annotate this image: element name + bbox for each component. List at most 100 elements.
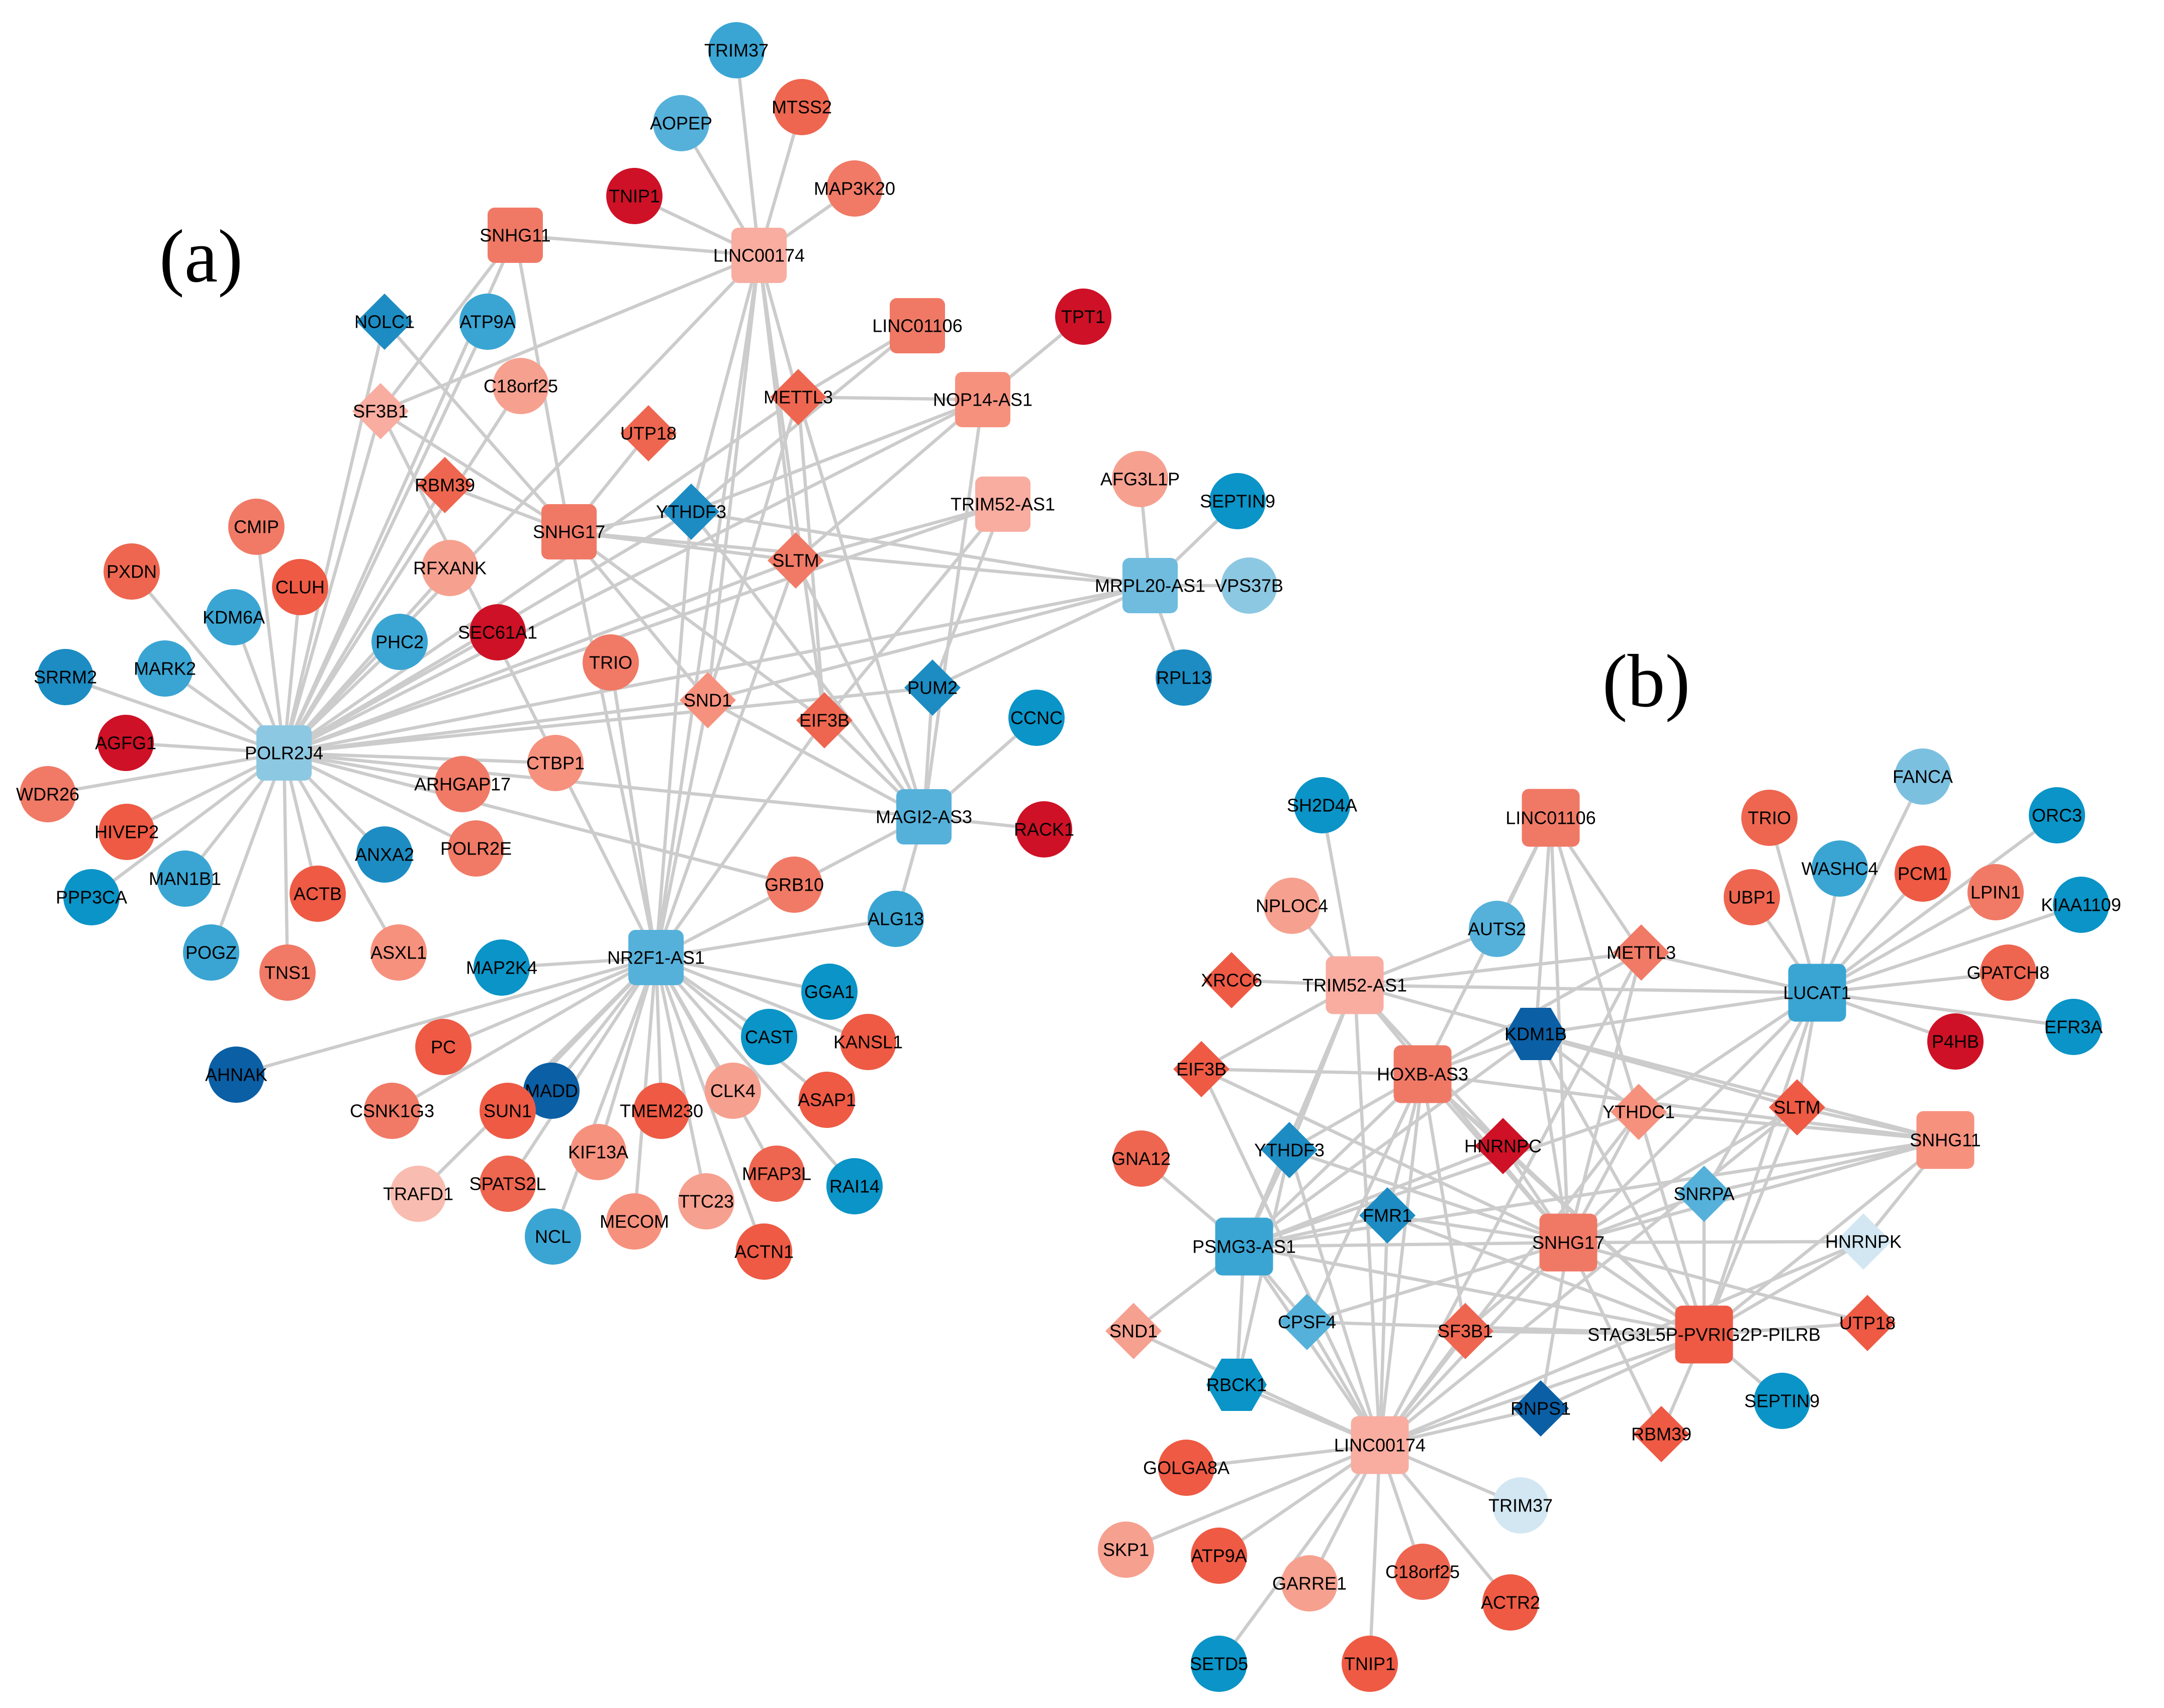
node-a-ACTB[interactable]: ACTB (290, 866, 346, 922)
node-a-AFG3L1P[interactable]: AFG3L1P (1100, 451, 1180, 507)
node-b-HNRNPC[interactable]: HNRNPC (1464, 1118, 1542, 1174)
node-a-C18orf25[interactable]: C18orf25 (484, 358, 558, 414)
node-a-MARK2[interactable]: MARK2 (134, 640, 196, 697)
node-b-ACTR2[interactable]: ACTR2 (1481, 1574, 1540, 1631)
node-a-EIF3B[interactable]: EIF3B (796, 692, 853, 748)
node-a-PXDN[interactable]: PXDN (104, 543, 160, 600)
node-b-SNHG11[interactable]: SNHG11 (1910, 1111, 1981, 1169)
node-a-MADD[interactable]: MADD (523, 1063, 580, 1119)
node-b-KIAA1109[interactable]: KIAA1109 (2041, 877, 2121, 933)
node-b-YTHDC1[interactable]: YTHDC1 (1603, 1084, 1675, 1140)
node-b-STAG3L5P[interactable]: STAG3L5P-PVRIG2P-PILRB (1587, 1305, 1821, 1364)
node-a-LINC00174[interactable]: LINC00174 (713, 228, 805, 283)
node-b-CPSF4[interactable]: CPSF4 (1278, 1294, 1336, 1350)
node-b-SNRPA[interactable]: SNRPA (1673, 1166, 1735, 1222)
node-a-POLR2E[interactable]: POLR2E (440, 820, 512, 877)
node-a-KDM6A[interactable]: KDM6A (203, 589, 265, 645)
node-b-KDM1B[interactable]: KDM1B (1504, 1008, 1567, 1060)
node-b-RBM39[interactable]: RBM39 (1631, 1406, 1691, 1462)
node-b-YTHDF3[interactable]: YTHDF3 (1254, 1122, 1325, 1178)
node-a-CMIP[interactable]: CMIP (228, 499, 285, 555)
node-a-ATP9A[interactable]: ATP9A (459, 294, 516, 350)
node-a-RACK1[interactable]: RACK1 (1014, 801, 1074, 858)
node-a-PPP3CA[interactable]: PPP3CA (56, 869, 127, 925)
node-b-TRIO[interactable]: TRIO (1741, 790, 1798, 846)
node-a-TRIM52-AS1[interactable]: TRIM52-AS1 (951, 477, 1055, 532)
node-b-LPIN1[interactable]: LPIN1 (1967, 864, 2024, 920)
node-b-TRIM37[interactable]: TRIM37 (1488, 1477, 1553, 1534)
node-b-RNPS1[interactable]: RNPS1 (1511, 1380, 1571, 1437)
node-a-YTHDF3[interactable]: YTHDF3 (656, 484, 726, 540)
node-a-TTC23[interactable]: TTC23 (678, 1173, 734, 1229)
node-b-XRCC6[interactable]: XRCC6 (1201, 952, 1262, 1008)
node-a-PUM2[interactable]: PUM2 (904, 659, 961, 716)
node-b-HNRNPK[interactable]: HNRNPK (1825, 1213, 1902, 1270)
node-b-EFR3A[interactable]: EFR3A (2044, 999, 2103, 1055)
node-b-ATP9A[interactable]: ATP9A (1191, 1528, 1247, 1584)
node-a-SRRM2[interactable]: SRRM2 (34, 649, 97, 705)
node-b-WASHC4[interactable]: WASHC4 (1802, 840, 1878, 897)
node-a-NOP14-AS1[interactable]: NOP14-AS1 (933, 372, 1032, 427)
node-a-VPS37B[interactable]: VPS37B (1215, 557, 1283, 614)
node-b-TRIM52-AS1[interactable]: TRIM52-AS1 (1302, 956, 1407, 1014)
node-a-SLTM[interactable]: SLTM (768, 532, 824, 589)
node-a-CAST[interactable]: CAST (741, 1009, 797, 1065)
node-b-SETD5[interactable]: SETD5 (1190, 1636, 1248, 1692)
node-a-UTP18[interactable]: UTP18 (620, 405, 677, 461)
node-a-SND1[interactable]: SND1 (680, 672, 736, 728)
node-a-SEPTIN9[interactable]: SEPTIN9 (1200, 473, 1275, 529)
node-b-LINC00174[interactable]: LINC00174 (1334, 1416, 1426, 1474)
node-a-TRIM37[interactable]: TRIM37 (704, 22, 769, 78)
node-b-UTP18[interactable]: UTP18 (1839, 1295, 1896, 1351)
node-a-CTBP1[interactable]: CTBP1 (526, 735, 585, 791)
node-a-AHNAK[interactable]: AHNAK (205, 1047, 267, 1103)
node-a-PHC2[interactable]: PHC2 (371, 614, 428, 670)
node-a-NR2F1-AS1[interactable]: NR2F1-AS1 (607, 930, 705, 985)
node-a-AGFG1[interactable]: AGFG1 (95, 715, 156, 771)
node-a-CLK4[interactable]: CLK4 (705, 1063, 761, 1119)
node-a-ASXL1[interactable]: ASXL1 (370, 924, 427, 981)
node-b-EIF3B[interactable]: EIF3B (1173, 1041, 1230, 1097)
node-a-MRPL20-AS1[interactable]: MRPL20-AS1 (1095, 558, 1205, 613)
node-b-GPATCH8[interactable]: GPATCH8 (1967, 944, 2050, 1001)
node-b-FANCA[interactable]: FANCA (1893, 748, 1953, 805)
node-a-SUN1[interactable]: SUN1 (480, 1083, 536, 1139)
node-a-HIVEP2[interactable]: HIVEP2 (95, 804, 159, 860)
node-b-SLTM[interactable]: SLTM (1769, 1079, 1825, 1135)
node-b-SEPTIN9[interactable]: SEPTIN9 (1744, 1373, 1820, 1429)
node-b-SKP1[interactable]: SKP1 (1098, 1522, 1154, 1578)
node-b-SH2D4A[interactable]: SH2D4A (1287, 777, 1357, 833)
node-a-CSNK1G3[interactable]: CSNK1G3 (350, 1083, 434, 1139)
node-b-NPLOC4[interactable]: NPLOC4 (1256, 878, 1328, 934)
node-a-TNS1[interactable]: TNS1 (259, 944, 316, 1001)
node-a-NOLC1[interactable]: NOLC1 (354, 294, 415, 350)
node-a-ANXA2[interactable]: ANXA2 (355, 826, 414, 883)
node-b-GNA12[interactable]: GNA12 (1111, 1130, 1171, 1187)
node-a-RFXANK[interactable]: RFXANK (413, 540, 487, 596)
node-b-LUCAT1[interactable]: LUCAT1 (1783, 964, 1851, 1022)
node-a-METTL3[interactable]: METTL3 (764, 369, 833, 425)
node-a-TRIO[interactable]: TRIO (583, 634, 639, 691)
node-a-RAI14[interactable]: RAI14 (826, 1158, 883, 1214)
node-b-UBP1[interactable]: UBP1 (1724, 869, 1780, 925)
node-b-SND1[interactable]: SND1 (1105, 1303, 1162, 1359)
node-a-ARHGAP17[interactable]: ARHGAP17 (414, 756, 511, 812)
node-a-PC[interactable]: PC (415, 1019, 472, 1075)
node-a-WDR26[interactable]: WDR26 (16, 766, 79, 822)
node-a-RPL13[interactable]: RPL13 (1156, 649, 1212, 706)
node-a-MAP3K20[interactable]: MAP3K20 (814, 160, 895, 217)
node-a-AOPEP[interactable]: AOPEP (650, 95, 712, 151)
node-a-TNIP1[interactable]: TNIP1 (606, 168, 663, 224)
node-a-LINC01106[interactable]: LINC01106 (872, 298, 963, 353)
node-b-RBCK1[interactable]: RBCK1 (1206, 1359, 1267, 1411)
node-a-SNHG17[interactable]: SNHG17 (533, 504, 605, 559)
node-b-SF3B1[interactable]: SF3B1 (1437, 1303, 1493, 1359)
node-b-P4HB[interactable]: P4HB (1927, 1013, 1984, 1070)
node-b-ORC3[interactable]: ORC3 (2029, 787, 2085, 843)
node-a-KANSL1[interactable]: KANSL1 (833, 1014, 903, 1070)
node-b-METTL3[interactable]: METTL3 (1607, 924, 1676, 981)
node-a-ALG13[interactable]: ALG13 (868, 891, 924, 947)
node-a-SPATS2L[interactable]: SPATS2L (469, 1156, 546, 1212)
node-a-MAP2K4[interactable]: MAP2K4 (466, 939, 537, 996)
node-a-TRAFD1[interactable]: TRAFD1 (383, 1166, 453, 1222)
